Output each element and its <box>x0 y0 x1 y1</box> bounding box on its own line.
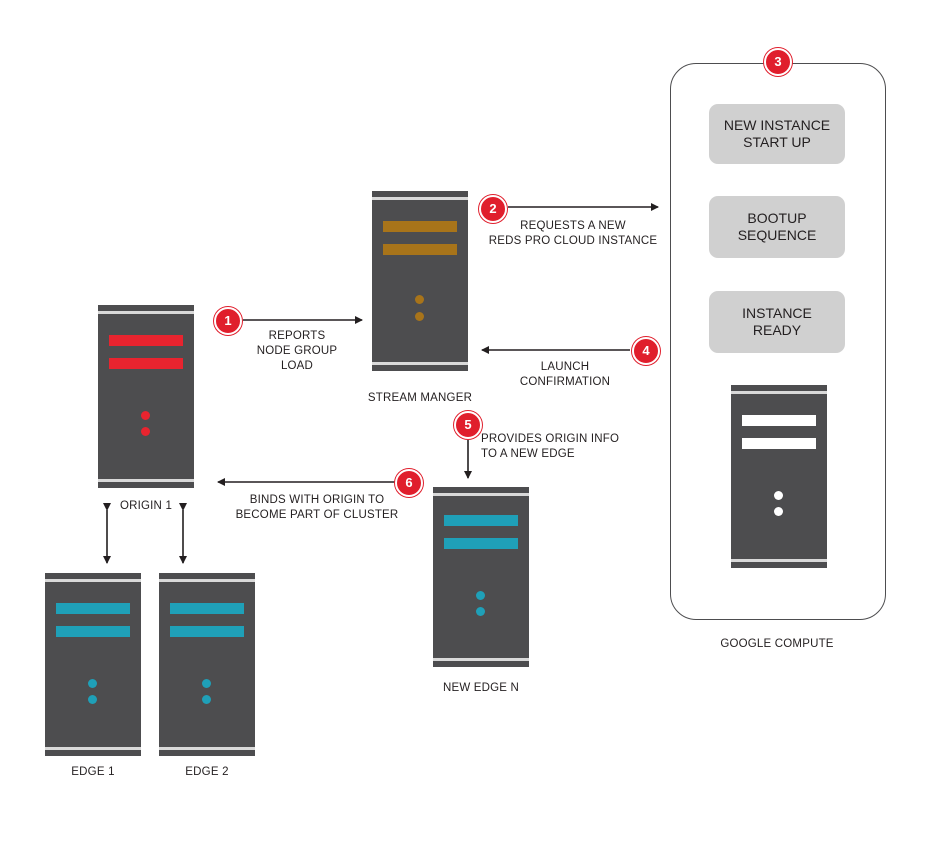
edge2-label: EDGE 2 <box>185 766 229 778</box>
step-bootup-sequence: BOOTUP SEQUENCE <box>709 196 845 258</box>
step-4-text: LAUNCH CONFIRMATION <box>519 361 611 388</box>
edge1-label: EDGE 1 <box>71 766 115 778</box>
cloud-instance-server <box>731 385 827 568</box>
step-2-badge: 2 <box>479 195 507 223</box>
step-label: INSTANCE READY <box>742 305 812 338</box>
step-1-text: REPORTS NODE GROUP LOAD <box>256 330 338 372</box>
step-new-instance-start-up: NEW INSTANCE START UP <box>709 104 845 164</box>
google-compute-label: GOOGLE COMPUTE <box>720 638 834 650</box>
step-1-badge: 1 <box>214 307 242 335</box>
step-5-text: PROVIDES ORIGIN INFO TO A NEW EDGE <box>481 433 620 460</box>
stream-manager-label: STREAM MANGER <box>367 392 473 404</box>
step-3-badge: 3 <box>764 48 792 76</box>
step-label: NEW INSTANCE START UP <box>723 117 831 150</box>
step-instance-ready: INSTANCE READY <box>709 291 845 353</box>
step-2-text: REQUESTS A NEW REDS PRO CLOUD INSTANCE <box>488 220 658 247</box>
new-edge-server <box>433 487 529 667</box>
step-6-text: BINDS WITH ORIGIN TO BECOME PART OF CLUS… <box>235 494 399 521</box>
step-6-badge: 6 <box>395 469 423 497</box>
new-edge-label: NEW EDGE N <box>442 682 520 694</box>
step-5-badge: 5 <box>454 411 482 439</box>
stream-manager-server <box>372 191 468 371</box>
step-label: BOOTUP SEQUENCE <box>737 210 817 243</box>
origin-server <box>98 305 194 488</box>
origin-label: ORIGIN 1 <box>119 500 173 512</box>
edge2-server <box>159 573 255 756</box>
edge1-server <box>45 573 141 756</box>
step-4-badge: 4 <box>632 337 660 365</box>
